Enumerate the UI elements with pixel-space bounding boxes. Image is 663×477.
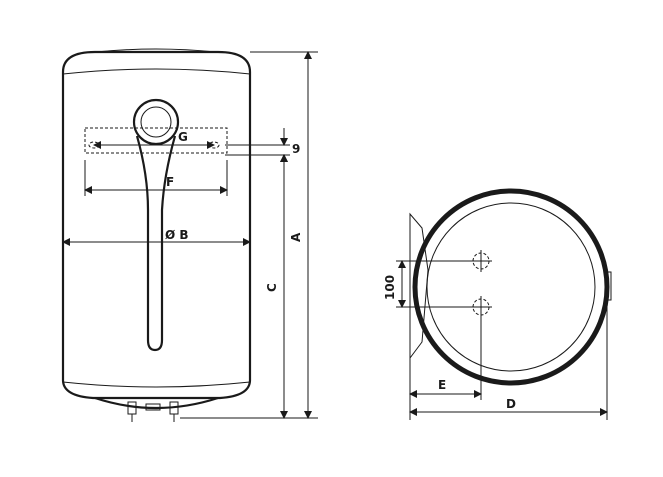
tank-body-outline bbox=[61, 50, 252, 400]
tank-bottom-band bbox=[62, 381, 251, 388]
side-knob bbox=[604, 271, 612, 301]
dimension-a-label: A bbox=[289, 232, 303, 242]
tank-top-cap bbox=[62, 68, 251, 75]
wall-mount-bracket bbox=[409, 212, 429, 360]
dial-stem bbox=[135, 135, 177, 352]
tank-outer-circle bbox=[412, 188, 610, 386]
top-view: 100 E D bbox=[383, 188, 612, 420]
front-view: G F Ø B 9 C A bbox=[61, 48, 318, 422]
dimension-c-label: C bbox=[265, 283, 279, 292]
pipe-marker-lower bbox=[470, 296, 492, 318]
dimension-9-label: 9 bbox=[292, 142, 300, 156]
pipe-marker-upper bbox=[470, 250, 492, 272]
tank-inner-circle bbox=[426, 202, 596, 372]
dimension-100-label: 100 bbox=[383, 275, 397, 300]
dimension-d-label: D bbox=[506, 397, 516, 411]
dimension-b-label: Ø B bbox=[165, 228, 189, 242]
wall-bracket bbox=[84, 127, 228, 154]
dimension-e-label: E bbox=[438, 378, 446, 392]
thermometer-dial bbox=[132, 98, 180, 352]
dimension-f-label: F bbox=[166, 175, 174, 189]
inlet-outlet-pipes bbox=[127, 401, 179, 422]
tank-bottom-dome bbox=[94, 396, 219, 410]
dimension-g-label: G bbox=[178, 130, 188, 144]
tank-top-cap-inner bbox=[95, 48, 217, 53]
